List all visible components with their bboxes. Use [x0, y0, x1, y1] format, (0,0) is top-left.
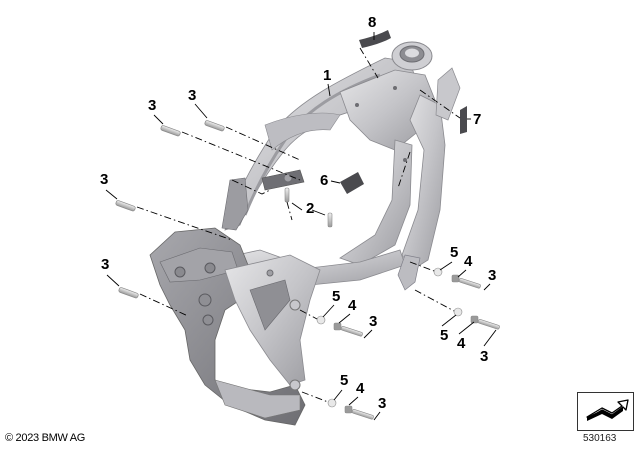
callout-4: 4: [348, 297, 357, 314]
callout-5: 5: [332, 288, 341, 305]
callout-8: 8: [368, 14, 377, 31]
callout-3: 3: [369, 313, 378, 330]
callout-7: 7: [473, 111, 482, 128]
callout-3: 3: [188, 87, 197, 104]
callout-5: 5: [440, 327, 449, 344]
copyright-text: © 2023 BMW AG: [5, 432, 86, 444]
callout-3: 3: [488, 267, 497, 284]
callout-6: 6: [320, 172, 329, 189]
fastener-sets: [316, 267, 500, 420]
stud-group: [284, 187, 333, 228]
callout-3: 3: [378, 395, 387, 412]
callout-4: 4: [464, 253, 473, 270]
callout-3: 3: [480, 348, 489, 365]
callout-3: 3: [101, 256, 110, 273]
assembly-lines: [136, 47, 461, 403]
pad-7: [460, 106, 467, 134]
leader-lines: [105, 32, 497, 421]
next-page-button[interactable]: [577, 392, 634, 431]
main-frame: [149, 41, 461, 426]
callout-4: 4: [356, 380, 365, 397]
callout-4: 4: [457, 335, 466, 352]
document-number: 530163: [583, 433, 617, 444]
next-arrow-icon: [586, 399, 629, 421]
callout-5: 5: [450, 244, 459, 261]
callout-3: 3: [148, 97, 157, 114]
callout-1: 1: [323, 67, 332, 84]
bolt-group-left: [115, 120, 225, 299]
callout-5: 5: [340, 372, 349, 389]
callout-3: 3: [100, 171, 109, 188]
pad-8: [359, 30, 391, 48]
pad-6: [340, 172, 364, 194]
callout-2: 2: [306, 200, 315, 217]
